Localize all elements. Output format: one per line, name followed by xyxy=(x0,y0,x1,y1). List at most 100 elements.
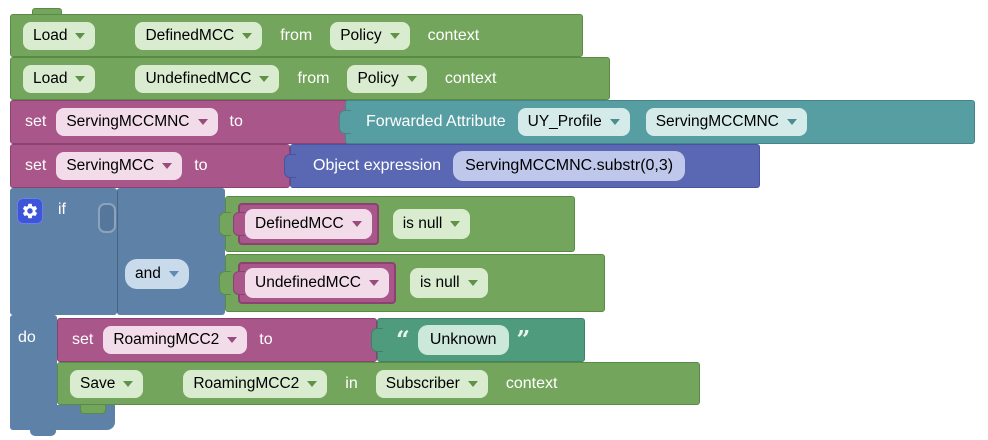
attribute-dropdown-label: ServingMCCMNC xyxy=(655,113,779,130)
null-check-label: is null xyxy=(402,215,443,232)
chevron-down-icon xyxy=(406,75,417,82)
variable-dropdown[interactable]: RoamingMCC2 xyxy=(103,326,248,354)
in-label: in xyxy=(345,374,358,392)
variable-dropdown-label: DefinedMCC xyxy=(145,26,235,44)
chevron-down-icon xyxy=(75,32,86,39)
context-label: context xyxy=(427,26,480,44)
chevron-down-icon xyxy=(75,75,86,82)
set-block-servingmcc[interactable]: set ServingMCC to xyxy=(10,144,290,188)
value-plug xyxy=(371,328,383,352)
profile-dropdown[interactable]: UY_Profile xyxy=(517,108,630,136)
context-dropdown-label: Policy xyxy=(340,26,382,44)
from-label: from xyxy=(297,69,330,87)
value-plug xyxy=(284,154,296,178)
action-dropdown[interactable]: Save xyxy=(70,369,144,398)
variable-value-block[interactable]: UndefinedMCC xyxy=(233,262,396,304)
set-block-roamingmcc2[interactable]: set RoamingMCC2 to xyxy=(57,318,377,362)
context-label: context xyxy=(505,374,558,392)
chevron-down-icon xyxy=(227,337,238,343)
value-plug xyxy=(233,212,245,236)
chevron-down-icon xyxy=(259,75,270,82)
chevron-down-icon xyxy=(450,221,461,227)
if-block-bottom-tab xyxy=(30,428,56,436)
to-label: to xyxy=(229,113,243,130)
action-dropdown[interactable]: Load xyxy=(23,21,96,50)
set-block-servingmccmnc[interactable]: set ServingMCCMNC to xyxy=(10,100,355,144)
logic-operator-label: and xyxy=(135,265,161,282)
variable-dropdown[interactable]: DefinedMCC xyxy=(245,209,372,239)
to-label: to xyxy=(259,331,273,348)
null-check-dropdown[interactable]: is null xyxy=(409,268,488,298)
variable-dropdown-label: DefinedMCC xyxy=(255,215,344,232)
context-dropdown-label: Policy xyxy=(357,69,399,87)
null-check-dropdown[interactable]: is null xyxy=(392,209,471,239)
expression-input[interactable]: ServingMCCMNC.substr(0,3) xyxy=(453,151,686,181)
variable-dropdown[interactable]: DefinedMCC xyxy=(135,21,263,50)
action-dropdown[interactable]: Load xyxy=(23,64,96,93)
load-block-undefinedmcc[interactable]: Load UndefinedMCC from Policy context xyxy=(10,57,610,100)
variable-dropdown[interactable]: UndefinedMCC xyxy=(245,268,389,298)
variable-dropdown-label: ServingMCC xyxy=(66,157,155,174)
variable-dropdown-label: RoamingMCC2 xyxy=(113,331,220,348)
chevron-down-icon xyxy=(197,119,208,125)
gear-icon[interactable] xyxy=(17,198,43,224)
forwarded-attribute-block[interactable]: Forwarded Attribute UY_Profile ServingMC… xyxy=(339,100,975,144)
block-bottom-tab xyxy=(80,404,106,414)
chevron-down-icon xyxy=(123,380,134,387)
object-expression-block[interactable]: Object expression ServingMCCMNC.substr(0… xyxy=(284,144,760,188)
chevron-down-icon xyxy=(368,280,379,286)
action-dropdown-label: Load xyxy=(33,26,68,44)
variable-value-block[interactable]: DefinedMCC xyxy=(233,203,379,245)
string-input-value: Unknown xyxy=(429,331,497,348)
context-dropdown[interactable]: Policy xyxy=(347,64,427,93)
attribute-dropdown[interactable]: ServingMCCMNC xyxy=(645,108,807,136)
action-dropdown-label: Save xyxy=(80,374,116,392)
chevron-down-icon xyxy=(467,380,478,387)
and-operator-block[interactable]: and xyxy=(117,188,225,315)
context-dropdown-label: Subscriber xyxy=(385,374,460,392)
save-block-roamingmcc2[interactable]: Save RoamingMCC2 in Subscriber context xyxy=(57,362,700,405)
chevron-down-icon xyxy=(307,380,318,387)
context-label: context xyxy=(444,69,497,87)
if-label: if xyxy=(58,201,66,218)
chevron-down-icon xyxy=(162,163,173,169)
profile-dropdown-label: UY_Profile xyxy=(527,113,602,130)
if-block[interactable]: if xyxy=(10,188,117,315)
forwarded-attribute-label: Forwarded Attribute xyxy=(366,113,506,130)
expression-input-value: ServingMCCMNC.substr(0,3) xyxy=(465,157,674,174)
logic-operator-dropdown[interactable]: and xyxy=(125,259,189,289)
set-label: set xyxy=(25,157,47,174)
variable-dropdown-label: UndefinedMCC xyxy=(145,69,252,87)
variable-dropdown-label: ServingMCCMNC xyxy=(66,113,190,130)
null-check-label: is null xyxy=(419,274,460,291)
load-block-definedmcc[interactable]: Load DefinedMCC from Policy context xyxy=(10,14,583,57)
string-literal-block[interactable]: “ Unknown ” xyxy=(371,318,585,362)
value-plug xyxy=(219,271,231,295)
variable-dropdown[interactable]: RoamingMCC2 xyxy=(183,369,328,398)
close-quote: ” xyxy=(516,325,531,354)
condition-block-definedmcc[interactable]: DefinedMCC is null xyxy=(219,196,575,252)
chevron-down-icon xyxy=(242,32,253,39)
variable-dropdown[interactable]: ServingMCCMNC xyxy=(56,108,218,136)
variable-dropdown[interactable]: ServingMCC xyxy=(56,152,183,180)
chevron-down-icon xyxy=(351,221,362,227)
chevron-down-icon xyxy=(609,119,620,125)
object-expression-label: Object expression xyxy=(313,157,442,174)
chevron-down-icon xyxy=(389,32,400,39)
open-quote: “ xyxy=(396,325,410,354)
block-top-tab xyxy=(32,8,62,18)
chevron-down-icon xyxy=(786,119,797,125)
context-dropdown[interactable]: Policy xyxy=(330,21,410,50)
from-label: from xyxy=(280,26,313,44)
string-input[interactable]: Unknown xyxy=(417,325,509,355)
condition-block-undefinedmcc[interactable]: UndefinedMCC is null xyxy=(219,254,605,312)
variable-dropdown-label: UndefinedMCC xyxy=(255,274,361,291)
value-plug xyxy=(219,212,231,236)
to-label: to xyxy=(194,157,208,174)
set-label: set xyxy=(25,113,47,130)
variable-dropdown[interactable]: UndefinedMCC xyxy=(135,64,280,93)
value-plug xyxy=(233,271,245,295)
variable-dropdown-label: RoamingMCC2 xyxy=(193,374,300,392)
context-dropdown[interactable]: Subscriber xyxy=(375,369,488,398)
